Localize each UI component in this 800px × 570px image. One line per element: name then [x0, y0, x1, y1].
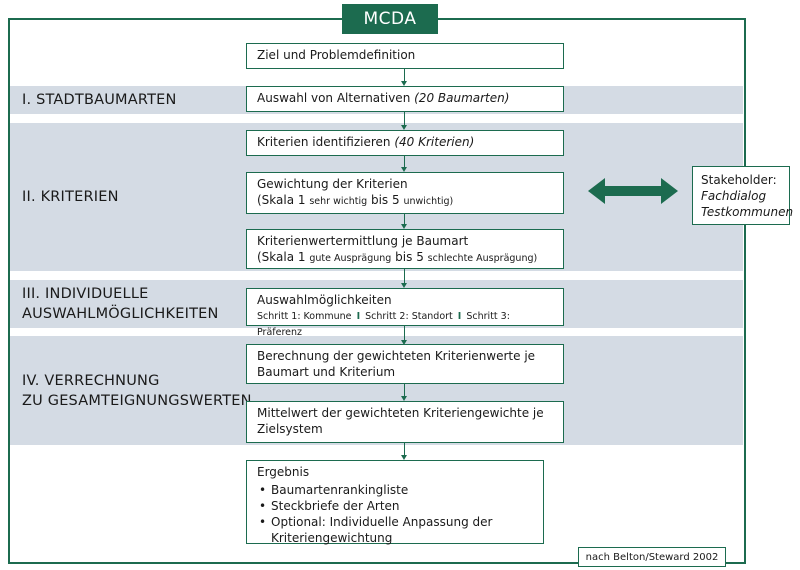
ergebnis-item: Baumartenrankingliste: [259, 482, 533, 498]
section-label-verrechnung-line2: ZU GESAMTEIGNUNGSWERTEN: [22, 393, 252, 409]
step-auswahl-text: Auswahl von Alternativen: [257, 91, 411, 105]
scale-high-label: schlechte Ausprägung): [427, 253, 538, 264]
section-label-auswahl-line1: III. INDIVIDUELLE: [22, 286, 149, 302]
scale-start: (Skala 1: [257, 193, 306, 207]
separator: I: [457, 311, 462, 322]
source-note: nach Belton/Steward 2002: [578, 547, 726, 567]
arrow-1: [401, 69, 407, 86]
step-werte-title: Kriterienwertermittlung je Baumart: [257, 234, 469, 248]
scale-low-label: gute Ausprägung: [309, 253, 392, 264]
step-auswahl: Auswahl von Alternativen (20 Baumarten): [246, 86, 564, 112]
step-ziel-text: Ziel und Problemdefinition: [257, 48, 416, 62]
scale-start: (Skala 1: [257, 250, 306, 264]
arrow-2: [401, 112, 407, 130]
ergebnis-list: Baumartenrankingliste Steckbriefe der Ar…: [257, 482, 533, 546]
step-krit-ident-note: (40 Kriterien): [394, 135, 475, 149]
stakeholder-line2: Testkommunen: [701, 205, 794, 219]
step-mittelwert-text: Mittelwert der gewichteten Kriteriengewi…: [257, 406, 544, 436]
step-kriterien-identifizieren: Kriterien identifizieren (40 Kriterien): [246, 130, 564, 156]
stakeholder-box: Stakeholder: Fachdialog Testkommunen: [692, 166, 794, 225]
double-arrow-icon: [588, 178, 678, 204]
schritt-1: Schritt 1: Kommune: [257, 311, 352, 322]
step-ergebnis: Ergebnis Baumartenrankingliste Steckbrie…: [246, 460, 544, 546]
step-auswahl-note: (20 Baumarten): [414, 91, 510, 105]
step-berechnung: Berechnung der gewichteten Kriterienwert…: [246, 344, 564, 384]
ergebnis-item: Steckbriefe der Arten: [259, 498, 533, 514]
scale-end: bis 5: [370, 193, 400, 207]
step-kriterienwertermittlung: Kriterienwertermittlung je Baumart (Skal…: [246, 229, 564, 269]
step-krit-ident-text: Kriterien identifizieren: [257, 135, 391, 149]
step-moeglich-title: Auswahlmöglichkeiten: [257, 293, 392, 307]
step-gewichtung-scale: (Skala 1 sehr wichtig bis 5 unwichtig): [257, 192, 553, 210]
ergebnis-item: Optional: Individuelle Anpassung der Kri…: [259, 514, 533, 546]
step-werte-scale: (Skala 1 gute Ausprägung bis 5 schlechte…: [257, 249, 553, 267]
scale-high-label: unwichtig): [403, 196, 454, 207]
step-gewichtung: Gewichtung der Kriterien (Skala 1 sehr w…: [246, 172, 564, 214]
step-berechnung-text: Berechnung der gewichteten Kriterienwert…: [257, 349, 536, 379]
scale-end: bis 5: [395, 250, 424, 264]
arrow-3: [401, 156, 407, 172]
section-label-kriterien: II. KRITERIEN: [22, 189, 119, 205]
arrow-5: [401, 269, 407, 288]
arrow-7: [401, 384, 407, 401]
arrow-8: [401, 443, 407, 460]
separator: I: [356, 311, 361, 322]
ergebnis-title: Ergebnis: [257, 465, 310, 479]
section-label-verrechnung-line1: IV. VERRECHNUNG: [22, 373, 160, 389]
schritt-2: Schritt 2: Standort: [365, 311, 453, 322]
step-auswahlmoeglichkeiten: Auswahlmöglichkeiten Schritt 1: Kommune …: [246, 288, 564, 338]
diagram-title: MCDA: [342, 4, 438, 34]
scale-low-label: sehr wichtig: [309, 196, 368, 207]
section-label-auswahl-line2: AUSWAHLMÖGLICHKEITEN: [22, 306, 219, 322]
section-label-stadtbaumarten: I. STADTBAUMARTEN: [22, 92, 177, 108]
step-moeglich-schritte: Schritt 1: Kommune I Schritt 2: Standort…: [257, 309, 553, 341]
stakeholder-label: Stakeholder:: [701, 173, 777, 187]
step-ziel: Ziel und Problemdefinition: [246, 43, 564, 69]
step-gewichtung-title: Gewichtung der Kriterien: [257, 177, 408, 191]
step-mittelwert: Mittelwert der gewichteten Kriteriengewi…: [246, 401, 564, 443]
schritt-3: Schritt 3: Präferenz: [257, 311, 510, 338]
arrow-6: [401, 326, 407, 345]
arrow-4: [401, 214, 407, 229]
stakeholder-line1: Fachdialog: [701, 189, 767, 203]
